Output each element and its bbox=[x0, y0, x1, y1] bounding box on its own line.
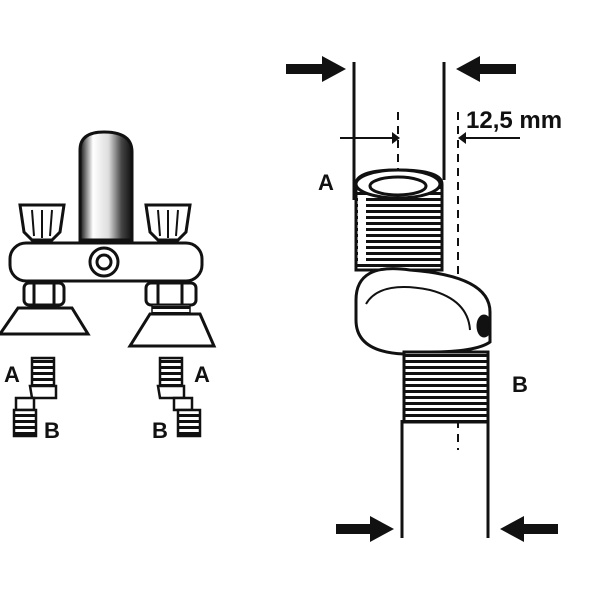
label-a-left: A bbox=[4, 362, 20, 387]
faucet-illustration bbox=[0, 130, 217, 348]
faucet-spout bbox=[78, 130, 134, 242]
right-base bbox=[127, 312, 217, 348]
left-base bbox=[0, 306, 91, 336]
arrow-bottom-right-icon bbox=[500, 516, 558, 542]
label-b-left: B bbox=[44, 418, 60, 443]
offset-fitting bbox=[354, 168, 492, 424]
arrow-top-right-icon bbox=[456, 56, 516, 82]
arrow-bottom-left-icon bbox=[336, 516, 394, 542]
label-b-fitting: B bbox=[512, 372, 528, 397]
small-fitting-right bbox=[156, 356, 202, 438]
small-fitting-left bbox=[12, 356, 58, 438]
label-a-right: A bbox=[194, 362, 210, 387]
guide-lines bbox=[352, 62, 490, 538]
dimension-label: 12,5 mm bbox=[466, 107, 562, 134]
label-a-fitting: A bbox=[318, 170, 334, 195]
label-b-right: B bbox=[152, 418, 168, 443]
arrow-top-left-icon bbox=[286, 56, 346, 82]
